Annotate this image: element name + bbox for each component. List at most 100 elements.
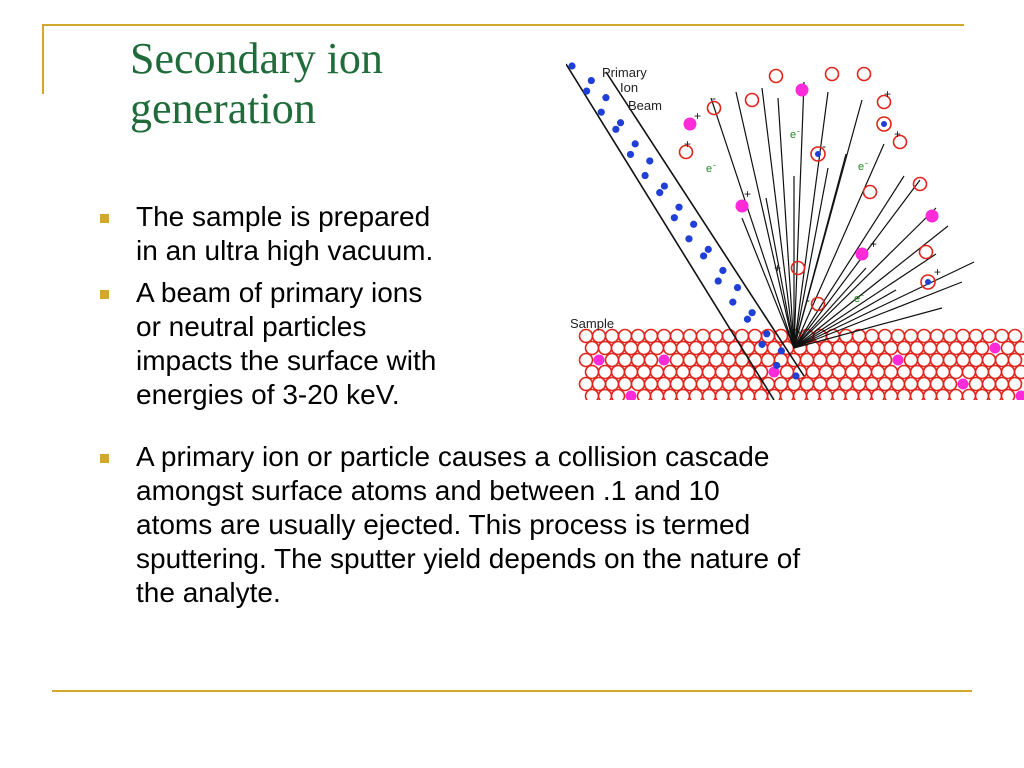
lattice-atom xyxy=(929,376,945,392)
lattice-atom xyxy=(857,388,873,400)
bullet-text-line: energies of 3-20 keV. xyxy=(136,379,400,410)
sputtering-illustration: +-+e-++e--++e-++e-- Primary Ion Beam Sam… xyxy=(566,62,1024,400)
ejection-trajectory xyxy=(793,91,829,349)
lattice-atom xyxy=(708,376,724,392)
lattice-atom xyxy=(961,388,977,400)
ejection-trajectory xyxy=(793,167,829,349)
lattice-atom xyxy=(708,352,724,368)
ejected-cluster-core xyxy=(881,121,887,127)
lattice-atom xyxy=(851,352,867,368)
lattice-atom xyxy=(922,388,938,400)
lattice-atom xyxy=(935,340,951,356)
lattice-atom xyxy=(727,388,743,400)
lattice-atom xyxy=(799,376,815,392)
primary-ion xyxy=(660,182,669,190)
lattice-atom xyxy=(831,340,847,356)
lattice-atom xyxy=(870,340,886,356)
sputtering-diagram: +-+e-++e--++e-++e-- Primary Ion Beam Sam… xyxy=(566,58,1024,400)
lattice-atom xyxy=(747,376,763,392)
ejected-atom xyxy=(856,66,872,82)
lattice-atom xyxy=(636,340,652,356)
bullet-square-icon xyxy=(100,214,109,223)
primary-ion xyxy=(670,214,678,222)
lattice-atom xyxy=(844,340,860,356)
lattice-atom xyxy=(682,352,698,368)
lattice-atom xyxy=(994,352,1010,368)
lattice-atom xyxy=(669,328,685,344)
lattice-atom xyxy=(864,352,880,368)
charge-marker: + xyxy=(774,261,781,275)
lattice-atom xyxy=(701,364,717,380)
lattice-atom xyxy=(883,340,899,356)
lattice-atom xyxy=(1013,364,1024,380)
bullet-item: A beam of primary ions or neutral partic… xyxy=(100,276,536,412)
bullet-text-line: A beam of primary ions xyxy=(136,277,423,308)
bullet-text-line: The sample is prepared xyxy=(136,201,431,232)
lattice-atom xyxy=(838,352,854,368)
ejection-trajectory xyxy=(793,99,863,349)
ejected-atom xyxy=(824,66,840,82)
lattice-atom xyxy=(929,352,945,368)
impurity-atom xyxy=(768,366,780,378)
lattice-atom xyxy=(877,352,893,368)
left-rule xyxy=(42,24,44,94)
beam-label-ion: Ion xyxy=(620,80,638,95)
lattice-atom xyxy=(942,328,958,344)
lattice-atom xyxy=(974,388,990,400)
lattice-atom xyxy=(883,364,899,380)
lattice-atom xyxy=(877,376,893,392)
bullet-text-line: or neutral particles xyxy=(136,311,367,342)
ejection-trajectory xyxy=(793,307,943,349)
lattice-atom xyxy=(896,388,912,400)
electron-marker: e xyxy=(858,161,864,173)
ejection-trajectory xyxy=(761,87,795,349)
lattice-atom xyxy=(662,340,678,356)
lattice-atom xyxy=(636,364,652,380)
lattice-atom xyxy=(994,328,1010,344)
primary-ion xyxy=(758,340,766,348)
lattice-atom xyxy=(955,328,971,344)
lattice-atom xyxy=(812,376,828,392)
ejection-trajectory xyxy=(793,253,937,349)
lattice-atom xyxy=(792,388,808,400)
lattice-atom xyxy=(604,352,620,368)
bullet-square-icon xyxy=(100,290,109,299)
lattice-atom xyxy=(896,364,912,380)
charge-marker: + xyxy=(744,187,751,201)
ejected-cluster xyxy=(876,116,892,132)
charge-marker: + xyxy=(934,265,941,279)
lattice-atom xyxy=(916,376,932,392)
ejection-trajectories xyxy=(710,81,975,349)
bullet-text-line: impacts the surface with xyxy=(136,345,437,376)
lattice-atom xyxy=(812,352,828,368)
lattice-atom xyxy=(994,376,1010,392)
lattice-atom xyxy=(597,388,613,400)
lattice-atom xyxy=(695,376,711,392)
primary-ion xyxy=(748,309,756,317)
lattice-atom xyxy=(747,352,763,368)
ejected-atom xyxy=(918,244,934,260)
ejected-atom xyxy=(678,144,694,160)
lattice-atom xyxy=(903,376,919,392)
lattice-atom xyxy=(857,340,873,356)
lattice-atom xyxy=(909,388,925,400)
ejected-cluster-core xyxy=(925,279,931,285)
lattice-atom xyxy=(688,388,704,400)
lattice-atom xyxy=(838,328,854,344)
lattice-atom xyxy=(818,340,834,356)
lattice-atom xyxy=(779,388,795,400)
lattice-atom xyxy=(916,328,932,344)
primary-ion xyxy=(568,62,576,70)
ejection-trajectory xyxy=(735,91,795,349)
lattice-atom xyxy=(649,388,665,400)
lattice-atom xyxy=(727,364,743,380)
lattice-atom xyxy=(701,340,717,356)
impurity-atom xyxy=(625,390,637,400)
primary-ion xyxy=(729,298,737,306)
lattice-atom xyxy=(909,364,925,380)
lattice-atom xyxy=(786,376,802,392)
charge-marker: + xyxy=(684,137,691,151)
primary-ion xyxy=(685,235,693,243)
lattice-atom xyxy=(682,328,698,344)
bullet-text-line: amongst surface atoms and between .1 and… xyxy=(136,475,720,506)
